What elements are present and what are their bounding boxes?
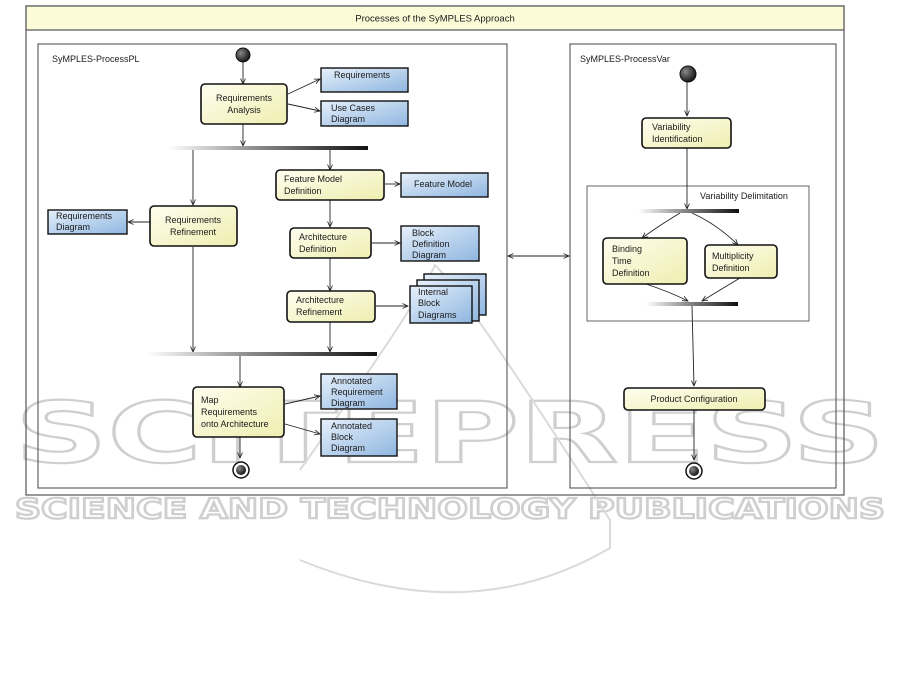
process-var-title: SyMPLES-ProcessVar — [580, 54, 670, 64]
process-var-frame — [569, 43, 837, 489]
activity-label: Feature Model — [284, 174, 342, 184]
activity-label: Refinement — [296, 307, 343, 317]
artifact-label: Annotated — [331, 376, 372, 386]
activity-label: Binding — [612, 244, 642, 254]
artifact-label: Diagram — [56, 222, 90, 232]
variability-delimitation-frame — [586, 185, 810, 322]
watermark-logo-shape — [299, 263, 611, 594]
activity-label: Definition — [712, 263, 750, 273]
artifact-label: Definition — [412, 239, 450, 249]
activity-label: Identification — [652, 134, 703, 144]
artifact-label: Block — [331, 432, 354, 442]
artifact-label: Internal — [418, 287, 448, 297]
artifact-label: Requirement — [331, 387, 383, 397]
svg-text:Feature Model: Feature Model — [414, 179, 472, 189]
figure-title-bar — [25, 5, 845, 31]
activity-label: Variability — [652, 122, 691, 132]
var-initial-node — [679, 65, 697, 83]
var-final-node — [685, 462, 703, 480]
activity-label: Time — [612, 256, 632, 266]
activity-label: onto Architecture — [201, 419, 269, 429]
activity-label: Requirements — [165, 215, 222, 225]
process-var-edges — [642, 82, 741, 460]
watermark-small-text: SCIENCE AND TECHNOLOGY PUBLICATIONS — [15, 492, 885, 525]
activity-label: Definition — [612, 268, 650, 278]
activity-label: Architecture — [296, 295, 344, 305]
process-pl-frame — [37, 43, 508, 489]
pl-join-bar-2 — [147, 352, 377, 356]
svg-text:Requirements: Requirements — [334, 70, 391, 80]
artifact-label: Requirements — [56, 211, 113, 221]
activity-label: Multiplicity — [712, 251, 754, 261]
artifact-label: Requirements — [334, 70, 391, 80]
activity-label: Analysis — [227, 105, 261, 115]
pl-initial-node — [235, 47, 251, 63]
activity-label: Refinement — [170, 227, 217, 237]
activity-label: Definition — [299, 244, 337, 254]
variability-delimitation-title: Variability Delimitation — [700, 191, 788, 201]
artifact-label: Block — [412, 228, 435, 238]
var-fork-bar — [638, 209, 739, 213]
artifact-label: Feature Model — [414, 179, 472, 189]
var-join-bar — [646, 302, 738, 306]
artifact-feature-model: Feature Model — [400, 172, 489, 198]
artifact-label: Block — [418, 298, 441, 308]
process-pl-edges — [128, 62, 408, 458]
artifact-label: Diagram — [412, 250, 446, 260]
figure-title: Processes of the SyMPLES Approach — [355, 14, 514, 25]
pl-fork-bar-1 — [168, 146, 368, 150]
activity-product-configuration: Product Configuration — [623, 387, 766, 411]
activity-label: Map — [201, 395, 219, 405]
artifact-label: Use Cases — [331, 103, 376, 113]
activity-label: Product Configuration — [650, 394, 737, 404]
activity-label: Requirements — [216, 93, 273, 103]
artifact-label: Diagram — [331, 398, 365, 408]
activity-label: Definition — [284, 186, 322, 196]
pl-final-node — [232, 461, 250, 479]
svg-text:Product Configuration: Product Configuration — [650, 394, 737, 404]
activity-label: Architecture — [299, 232, 347, 242]
activity-label: Requirements — [201, 407, 258, 417]
artifact-label: Diagram — [331, 114, 365, 124]
artifact-label: Diagram — [331, 443, 365, 453]
artifact-requirements: Requirements — [320, 67, 409, 93]
process-pl-title: SyMPLES-ProcessPL — [52, 54, 140, 64]
artifact-label: Annotated — [331, 421, 372, 431]
artifact-label: Diagrams — [418, 310, 457, 320]
